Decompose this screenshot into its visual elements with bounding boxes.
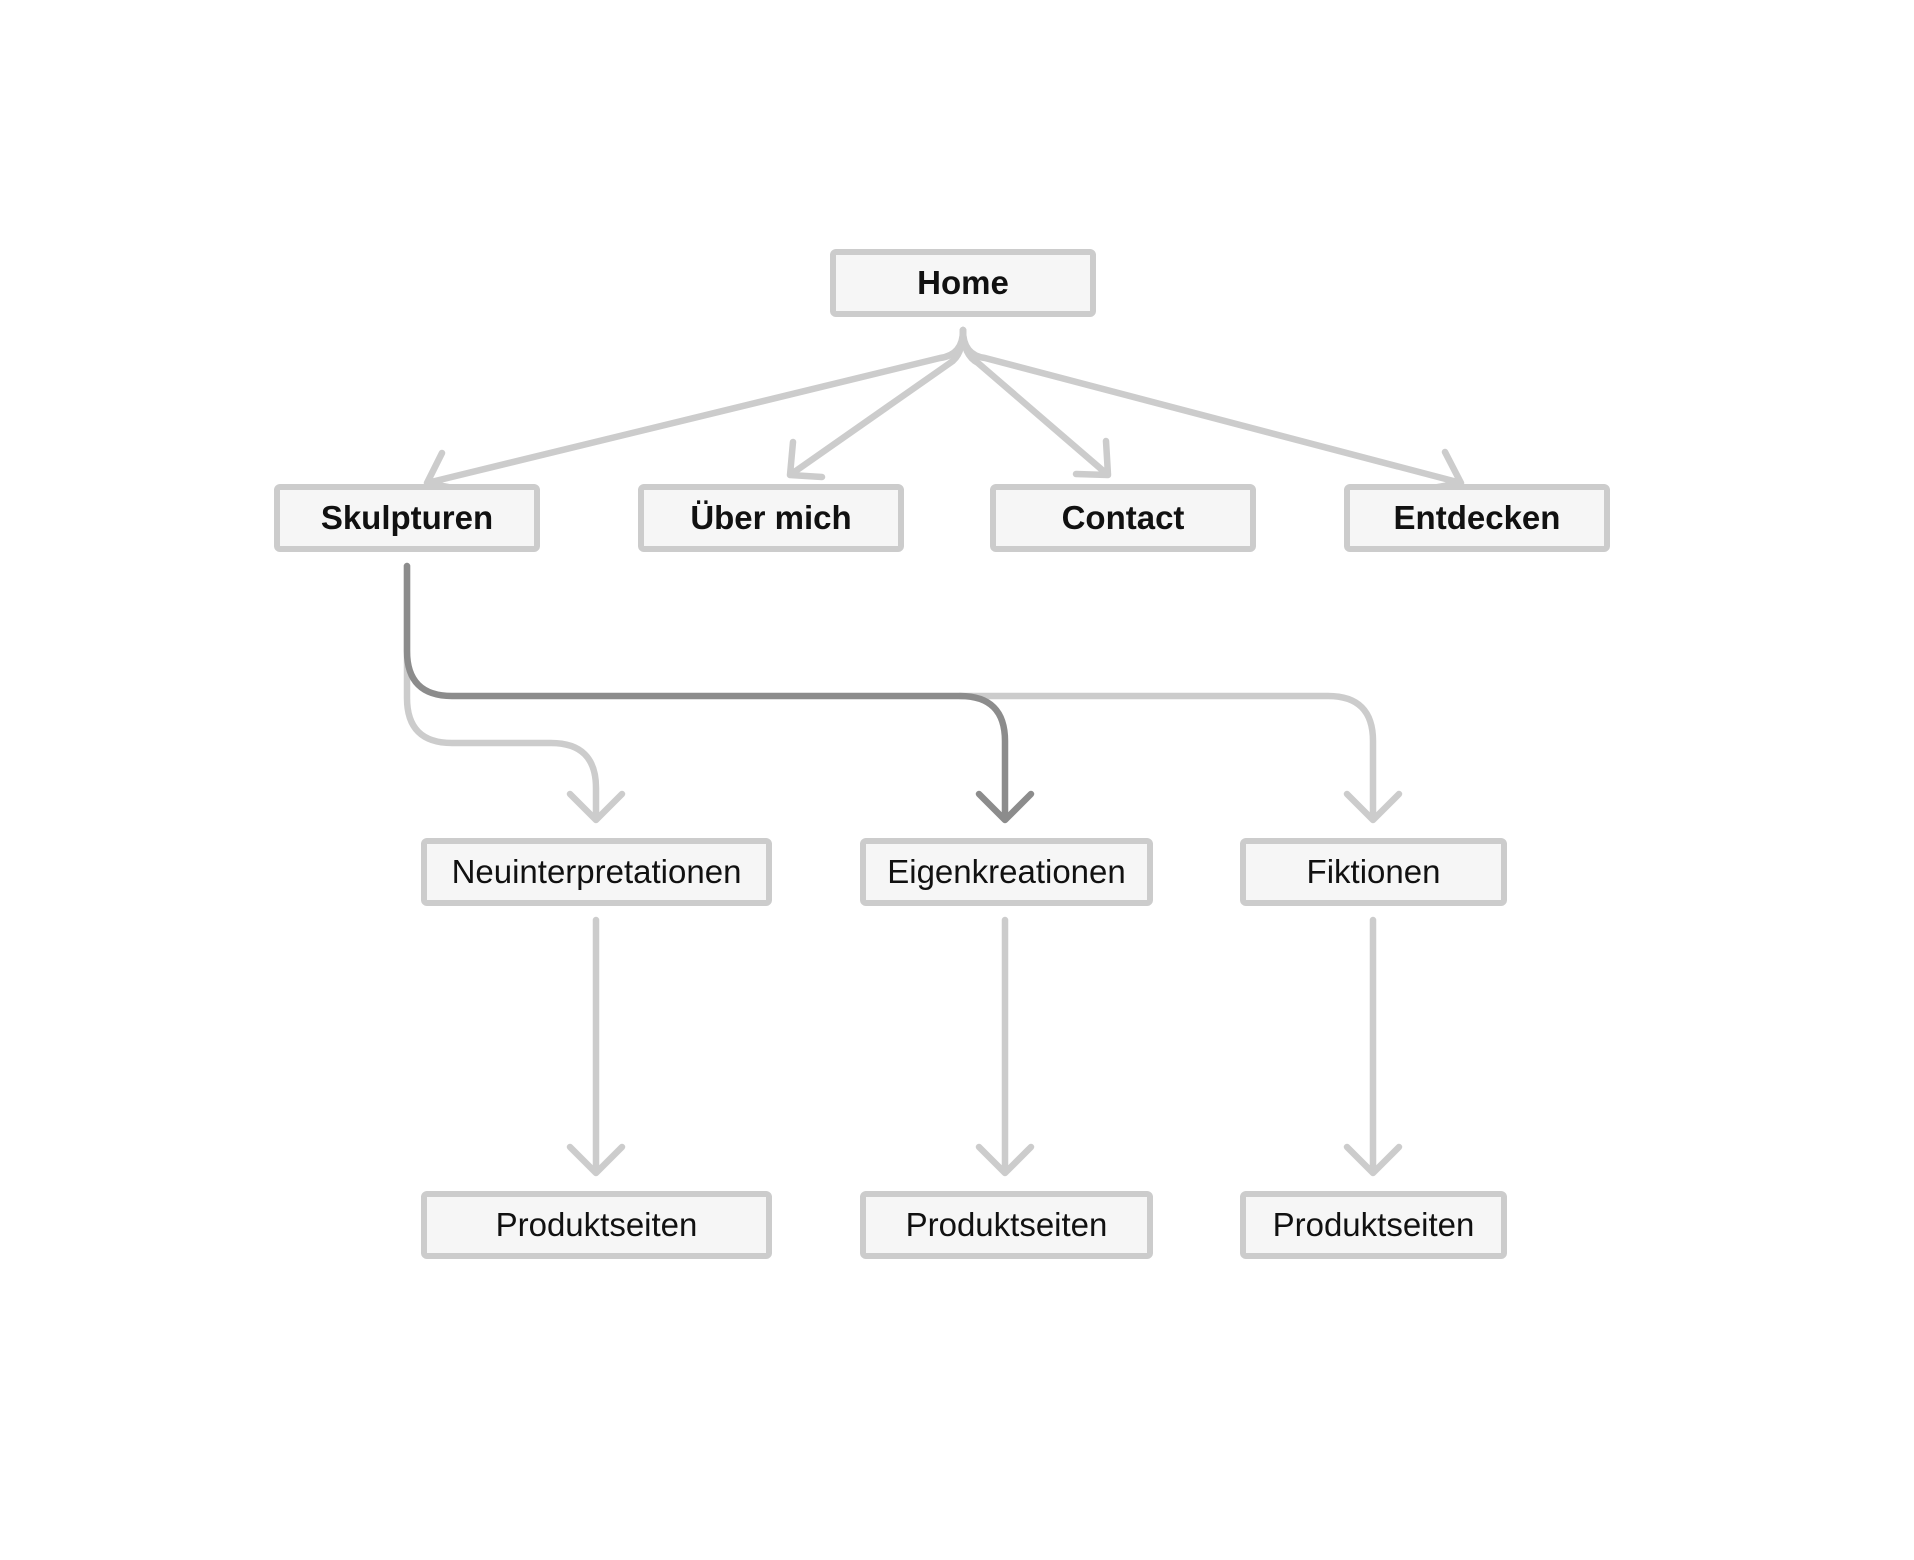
edge-skulpturen-neuinterpretationen xyxy=(403,562,626,824)
node-contact: Contact xyxy=(990,484,1256,552)
node-skulpturen: Skulpturen xyxy=(274,484,540,552)
node-eigenkreationen: Eigenkreationen xyxy=(860,838,1153,906)
node-produktseiten-2-label: Produktseiten xyxy=(905,1206,1108,1243)
node-contact-label: Contact xyxy=(1061,499,1185,536)
edge-home-contact xyxy=(959,326,1112,479)
node-produktseiten-3-label: Produktseiten xyxy=(1272,1206,1475,1243)
node-home-label: Home xyxy=(917,264,1009,301)
node-eigenkreationen-label: Eigenkreationen xyxy=(887,853,1126,890)
edge-home-ueber-mich xyxy=(786,326,967,481)
edge-skulpturen-eigenkreationen xyxy=(403,562,1035,824)
edge-eigenkreationen-produktseiten xyxy=(975,916,1035,1177)
node-entdecken: Entdecken xyxy=(1344,484,1610,552)
node-fiktionen-label: Fiktionen xyxy=(1306,853,1441,890)
edge-home-entdecken xyxy=(959,326,1465,493)
node-ueber-mich-label: Über mich xyxy=(690,499,852,536)
node-entdecken-label: Entdecken xyxy=(1393,499,1561,536)
node-neuinterpretationen-label: Neuinterpretationen xyxy=(451,853,742,890)
node-produktseiten-1: Produktseiten xyxy=(421,1191,772,1259)
node-skulpturen-label: Skulpturen xyxy=(320,499,494,536)
edge-skulpturen-fiktionen xyxy=(956,692,1403,824)
edge-fiktionen-produktseiten xyxy=(1343,916,1403,1177)
node-home: Home xyxy=(830,249,1096,317)
edge-neuinterpretationen-produktseiten xyxy=(566,916,626,1177)
node-produktseiten-3: Produktseiten xyxy=(1240,1191,1507,1259)
node-ueber-mich: Über mich xyxy=(638,484,904,552)
node-fiktionen: Fiktionen xyxy=(1240,838,1507,906)
node-neuinterpretationen: Neuinterpretationen xyxy=(421,838,772,906)
node-produktseiten-1-label: Produktseiten xyxy=(495,1206,698,1243)
node-produktseiten-2: Produktseiten xyxy=(860,1191,1153,1259)
